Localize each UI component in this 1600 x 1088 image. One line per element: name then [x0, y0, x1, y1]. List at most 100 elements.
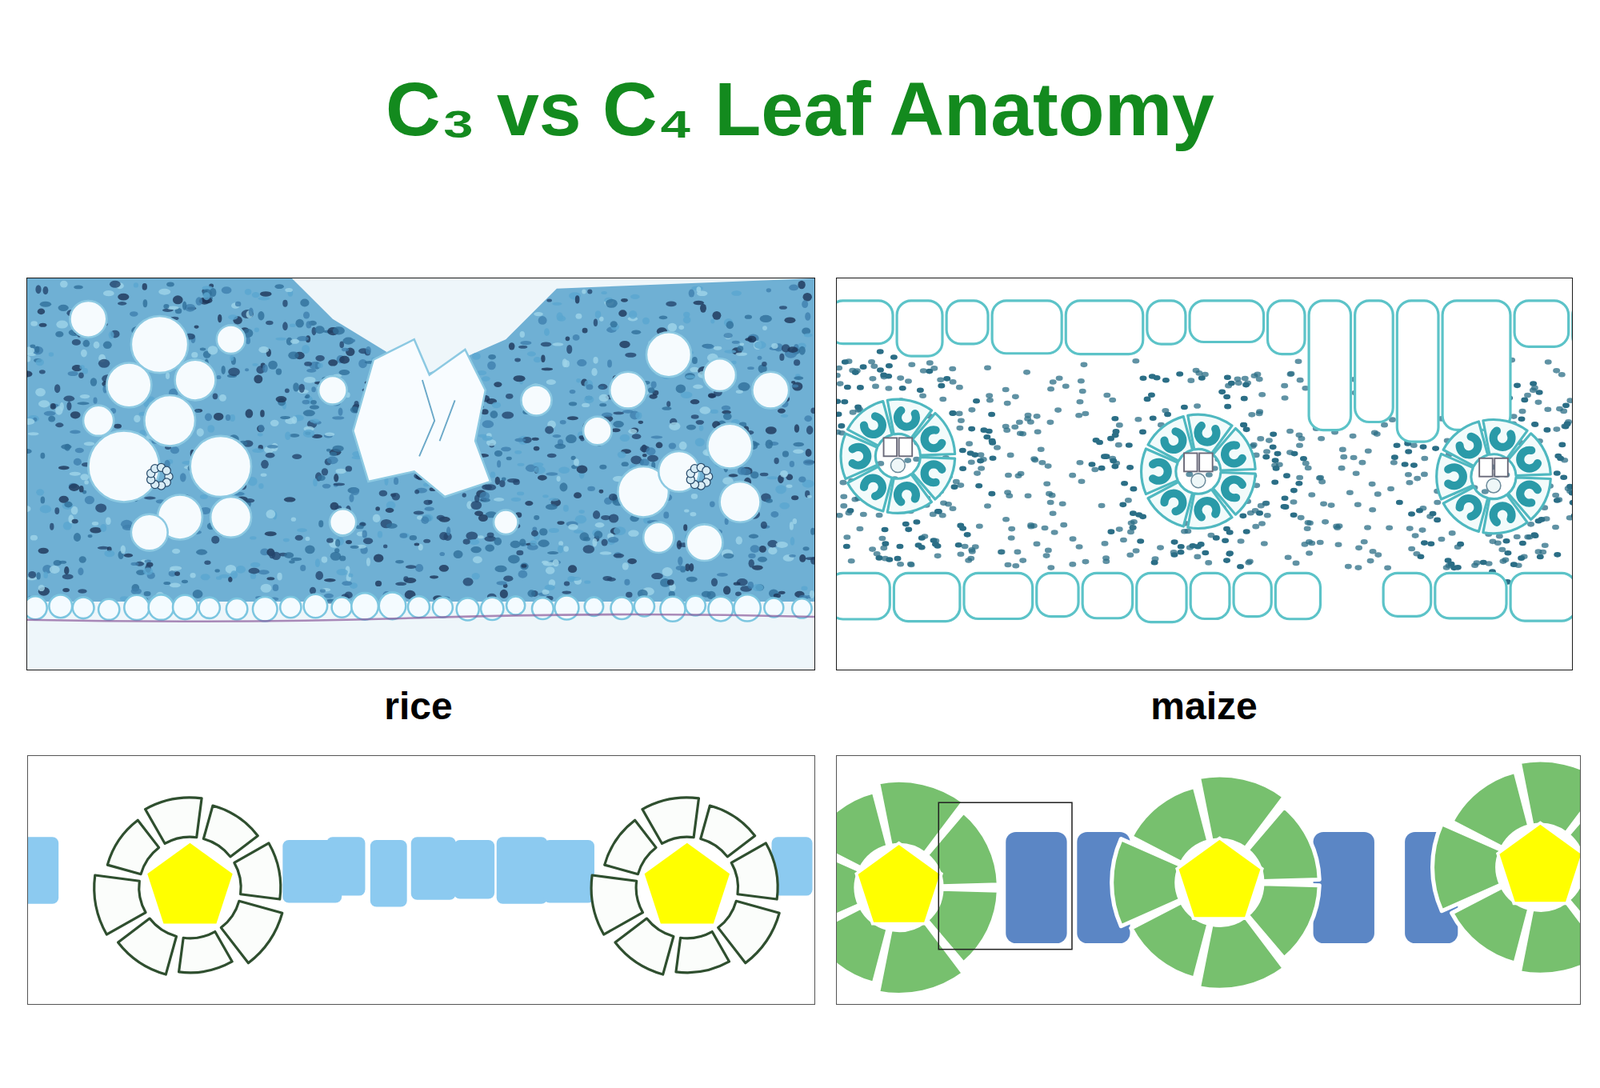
chloroplast-dot	[841, 359, 849, 365]
mesophyll-speckle	[481, 376, 491, 381]
mesophyll-speckle	[55, 331, 64, 338]
mesophyll-speckle	[575, 295, 580, 304]
mesophyll-speckle	[544, 584, 556, 591]
mesophyll-speckle	[265, 452, 276, 459]
chloroplast-dot	[1241, 376, 1249, 382]
chloroplast-dot	[988, 412, 996, 418]
cell-wall	[419, 380, 456, 456]
mesophyll-speckle	[737, 345, 744, 352]
mesophyll-speckle	[487, 532, 495, 538]
mesophyll-speckle	[217, 314, 222, 323]
mesophyll-speckle	[73, 458, 82, 466]
mesophyll-speckle	[627, 558, 637, 564]
mesophyll-speckle	[409, 535, 417, 540]
mesophyll-speckle	[252, 292, 260, 298]
chloroplast-dot	[1068, 472, 1076, 479]
mesophyll-speckle	[544, 426, 554, 435]
mesophyll-speckle	[326, 448, 332, 452]
mesophyll-speckle	[55, 422, 64, 428]
mesophyll-speckle	[532, 437, 540, 441]
mesophyll-speckle	[296, 528, 308, 532]
mesophyll-speckle	[558, 540, 564, 546]
mesophyll-speckle	[647, 455, 659, 463]
mesophyll-speckle	[695, 438, 705, 447]
mesophyll-speckle	[501, 411, 514, 419]
epidermis-cell	[304, 594, 328, 618]
chloroplast-dot	[1535, 400, 1543, 406]
mesophyll-speckle	[28, 432, 40, 436]
mesophyll-speckle	[220, 365, 225, 375]
mesophyll-speckle	[724, 349, 736, 354]
mesophyll-speckle	[79, 556, 87, 563]
mesophyll-speckle	[548, 528, 560, 533]
parenchyma-cell	[329, 508, 356, 536]
mesophyll-speckle	[761, 361, 768, 367]
chloroplast-dot	[1338, 465, 1346, 472]
chloroplast-dot	[1132, 358, 1140, 364]
mesophyll-speckle	[661, 406, 672, 411]
chloroplast-dot	[1308, 540, 1316, 547]
chloroplast-dot	[1498, 547, 1506, 553]
mesophyll-speckle	[260, 291, 272, 297]
mesophyll-speckle	[601, 412, 613, 418]
mesophyll-speckle	[500, 446, 512, 452]
mesophyll-speckle	[252, 363, 258, 367]
mesophyll-speckle	[599, 394, 609, 402]
mesophyll-speckle	[80, 349, 88, 358]
mesophyll-speckle	[295, 535, 304, 541]
mesophyll-speckle	[690, 399, 700, 404]
mesophyll-speckle	[740, 468, 751, 476]
mesophyll-speckle	[213, 412, 224, 421]
chloroplast-dot	[988, 491, 996, 497]
chloroplast-dot	[939, 396, 947, 403]
mesophyll-speckle	[423, 500, 432, 506]
mesophyll-speckle	[676, 384, 686, 393]
chloroplast-dot	[1354, 501, 1362, 508]
chloroplast-dot	[1023, 369, 1031, 376]
mesophyll-speckle	[291, 517, 296, 522]
mesophyll-speckle	[42, 286, 48, 295]
mesophyll-speckle	[219, 394, 227, 402]
mesophyll-speckle	[84, 496, 95, 505]
mesophyll-speckle	[264, 531, 277, 536]
mesophyll-speckle	[632, 433, 642, 440]
mesophyll-speckle	[44, 411, 56, 416]
mesophyll-speckle	[282, 300, 288, 308]
mesophyll-speckle	[484, 484, 496, 491]
mesophyll-speckle	[245, 408, 254, 418]
mesophyll-speckle	[620, 298, 628, 303]
chloroplast-dot	[949, 505, 957, 512]
mesophyll-speckle	[328, 359, 338, 366]
mesophyll-speckle	[143, 568, 153, 576]
mesophyll-speckle	[92, 521, 99, 526]
mesophyll-speckle	[721, 405, 731, 411]
mesophyll-speckle	[204, 560, 211, 565]
mesophyll-speckle	[759, 545, 767, 553]
mesophyll-speckle	[792, 518, 798, 524]
chloroplast-dot	[1340, 454, 1348, 460]
chloroplast-dot	[1284, 554, 1292, 560]
chloroplast-dot	[837, 423, 845, 429]
chloroplast-dot	[1012, 394, 1020, 400]
mesophyll-speckle	[60, 402, 64, 412]
chloroplast-dot	[1296, 443, 1304, 449]
chloroplast-dot	[1129, 486, 1137, 492]
mesophyll-speckle	[36, 572, 40, 580]
mesophyll-speckle	[554, 444, 566, 450]
epidermis-cell	[172, 595, 198, 620]
mesophyll-speckle	[760, 521, 768, 529]
mesophyll-speckle	[599, 489, 604, 494]
mesophyll-speckle	[521, 564, 528, 568]
mesophyll-speckle	[332, 326, 345, 335]
mesophyll-speckle	[320, 588, 326, 593]
mesophyll-speckle	[415, 564, 424, 572]
mesophyll-speckle	[70, 411, 81, 419]
mesophyll-speckle	[583, 536, 591, 542]
chloroplast-dot	[1054, 407, 1062, 413]
chloroplast-dot	[1380, 422, 1388, 428]
epidermis-cell	[584, 597, 604, 616]
chloroplast-dot	[1079, 388, 1087, 395]
mesophyll-speckle	[209, 288, 216, 297]
mesophyll-speckle	[196, 296, 203, 305]
mesophyll-speckle	[668, 442, 676, 449]
